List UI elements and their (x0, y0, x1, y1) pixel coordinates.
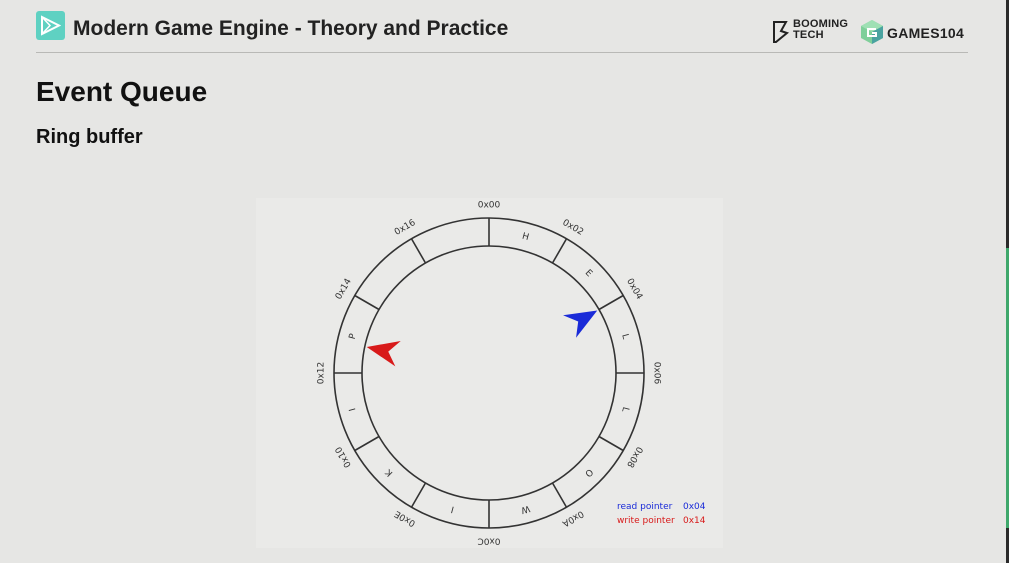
pointer-legend: read pointer 0x04 write pointer 0x14 (617, 500, 706, 528)
slide-subtitle: Ring buffer (36, 126, 143, 148)
ring-outer-circle (333, 217, 645, 529)
read-pointer-arrow (563, 310, 598, 338)
slot-divider (410, 238, 427, 264)
slot-value: L (619, 406, 630, 413)
slot-divider (551, 482, 568, 508)
write-pointer-arrow (366, 340, 401, 367)
address-label: 0x0C (477, 536, 500, 546)
write-pointer-label: write pointer (617, 516, 675, 526)
address-label: 0x0A (560, 508, 586, 529)
booming-tech-logo-icon (773, 21, 790, 43)
address-label: 0x06 (652, 362, 662, 385)
course-title: Modern Game Engine - Theory and Practice (73, 17, 509, 40)
brand-booming-line1: BOOMING (793, 18, 849, 30)
address-label: 0x08 (624, 445, 644, 470)
ring-inner-circle (361, 245, 617, 501)
slot-divider (354, 435, 380, 452)
slot-divider (598, 435, 624, 452)
slot-value: K (383, 466, 395, 478)
read-pointer-value: 0x04 (683, 502, 706, 512)
address-label: 0x04 (624, 277, 644, 302)
address-label: 0x0E (393, 508, 418, 528)
play-logo-icon (36, 11, 65, 40)
address-label: 0x10 (334, 444, 354, 469)
brand-booming-line2: TECH (793, 29, 824, 41)
slot-value: P (348, 332, 359, 340)
slot-value: W (520, 503, 531, 515)
slide-title: Event Queue (36, 76, 208, 107)
slot-value: O (582, 466, 594, 478)
address-label: 0x16 (393, 218, 418, 238)
write-pointer-value: 0x14 (683, 516, 706, 526)
read-pointer-label: read pointer (617, 502, 673, 512)
slot-value: I (348, 407, 358, 412)
address-label: 0x12 (317, 362, 327, 385)
address-label: 0x14 (334, 277, 354, 302)
address-label: 0x02 (561, 218, 585, 238)
slot-value: E (583, 268, 594, 279)
address-label: 0x00 (478, 201, 501, 211)
slot-divider (598, 294, 624, 311)
brand-games-label: GAMES104 (887, 25, 965, 41)
window-edge (1006, 0, 1009, 563)
window-edge-accent (1006, 248, 1009, 528)
slot-divider (354, 294, 380, 311)
slot-value: H (521, 232, 530, 243)
slot-value: L (619, 333, 630, 340)
slot-divider (410, 482, 427, 508)
games104-logo-icon (861, 20, 883, 44)
slide-header: Modern Game Engine - Theory and Practice… (36, 9, 968, 53)
slot-value: I (450, 504, 455, 514)
slot-divider (551, 238, 568, 264)
